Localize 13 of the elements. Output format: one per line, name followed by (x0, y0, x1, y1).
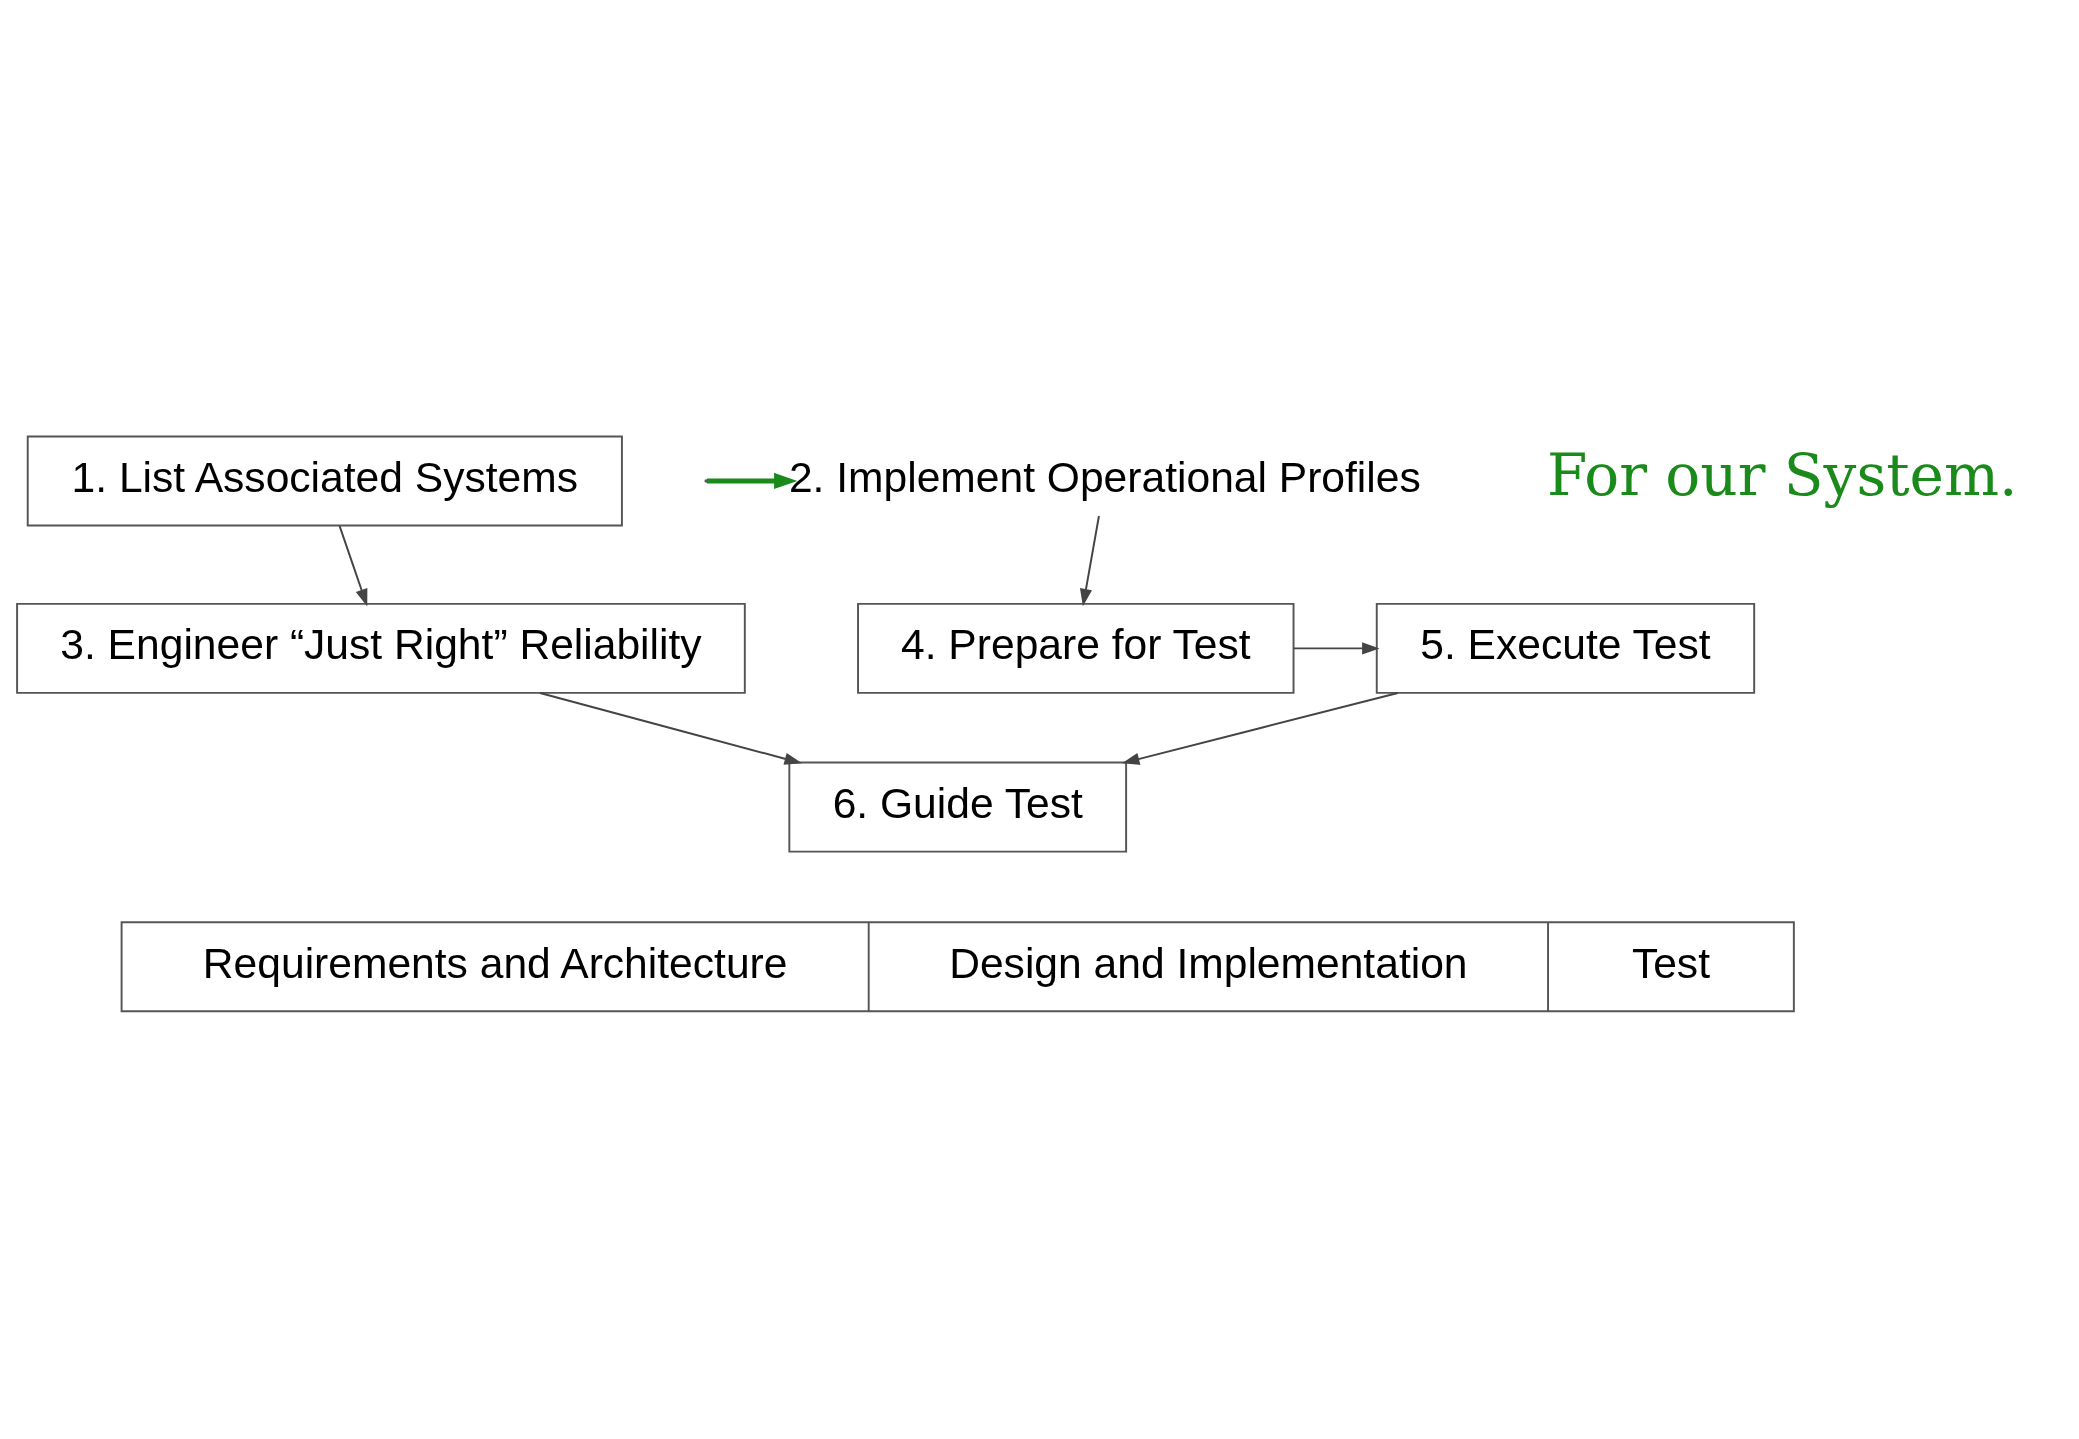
node-box: 4. Prepare for Test (857, 602, 1295, 694)
arrow (1122, 691, 1399, 765)
node-box: 1. List Associated Systems (26, 434, 623, 526)
arrow (539, 691, 802, 765)
arrow (1079, 514, 1100, 606)
label: For our System. (1547, 440, 2018, 509)
node-box: 6. Guide Test (788, 761, 1128, 853)
arrow (1292, 641, 1380, 654)
node-box: 5. Execute Test (1375, 602, 1756, 694)
node-text: 2. Implement Operational Profiles (788, 452, 1421, 501)
arrow (338, 524, 368, 607)
node-box: 3. Engineer “Just Right” Reliability (16, 602, 746, 694)
arrow (706, 472, 798, 489)
